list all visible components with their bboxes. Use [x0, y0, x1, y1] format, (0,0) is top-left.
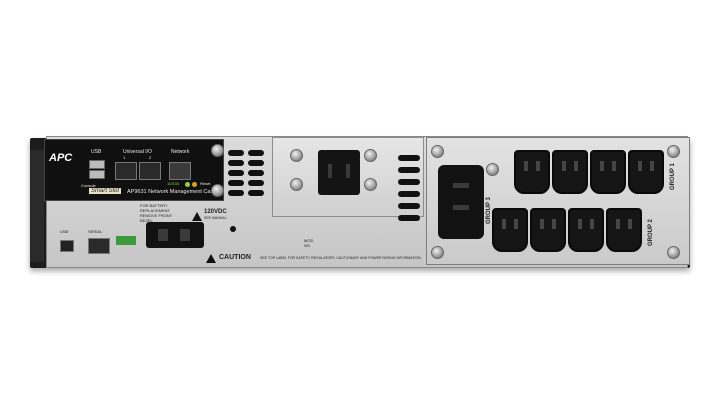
group1-outlet-2[interactable]	[552, 150, 588, 194]
group2-outlet-1[interactable]	[492, 208, 528, 252]
network-label: Network	[171, 149, 190, 155]
card-usb-port-1[interactable]	[89, 160, 105, 169]
universal-io-port-2[interactable]	[139, 162, 161, 180]
card-model-label: AP9631 Network Management Card 2	[127, 189, 220, 195]
serial-label: SERIAL	[88, 229, 103, 234]
voltage-note: SEE MANUAL	[204, 216, 227, 220]
plate-screw-tl	[290, 149, 303, 162]
ground-screw-icon	[230, 226, 236, 232]
group2-outlet-2[interactable]	[530, 208, 566, 252]
model-sub-label: S/N	[304, 244, 310, 248]
bank-screw-mid	[486, 163, 499, 176]
network-management-card: APC USB Console Universal I/O 1 2 Networ…	[44, 139, 224, 201]
bank-screw-tr	[667, 145, 680, 158]
bank-screw-tl	[431, 145, 444, 158]
group2-outlet-4[interactable]	[606, 208, 642, 252]
bank-screw-bl	[431, 246, 444, 259]
card-usb-port-2[interactable]	[89, 170, 105, 179]
plate-screw-tr	[364, 149, 377, 162]
smart-slot-label: Smart Slot	[89, 188, 122, 194]
caution-strip: CAUTION SEE TOP LABEL FOR SAFETY, REGULA…	[206, 254, 506, 264]
plate-screw-br	[364, 178, 377, 191]
io-1-label: 1	[123, 155, 126, 160]
epo-terminal[interactable]	[116, 236, 136, 245]
chassis-side	[30, 150, 44, 262]
vent-slots-right	[398, 155, 424, 235]
group1-outlet-3[interactable]	[590, 150, 626, 194]
network-port[interactable]	[169, 162, 191, 180]
card-screw-bottom	[211, 184, 224, 197]
group2-label: GROUP 2	[648, 219, 654, 246]
group1-outlet-1[interactable]	[514, 150, 550, 194]
card-screw-top	[211, 144, 224, 157]
universal-io-port-1[interactable]	[115, 162, 137, 180]
io-2-label: 2	[149, 155, 152, 160]
voltage-label: 120VDC	[204, 209, 227, 215]
link-led	[192, 182, 197, 187]
usb-b-port[interactable]	[60, 240, 74, 252]
vent-slots-left	[226, 150, 272, 222]
console-label: Console	[81, 183, 96, 188]
group2-outlet-3[interactable]	[568, 208, 604, 252]
warning-triangle-icon	[192, 212, 202, 221]
usb-label: USB	[91, 149, 102, 155]
ac-input-inlet[interactable]	[318, 150, 360, 195]
reset-label: Reset	[200, 181, 211, 186]
caution-triangle-icon	[206, 254, 216, 263]
universal-io-label: Universal I/O	[123, 149, 152, 155]
caution-label: CAUTION	[219, 254, 251, 261]
group3-c19-outlet[interactable]	[438, 165, 484, 239]
group1-outlet-4[interactable]	[628, 150, 664, 194]
bank-screw-br	[667, 246, 680, 259]
external-battery-connector[interactable]	[146, 222, 204, 248]
caution-text: SEE TOP LABEL FOR SAFETY, REGULATORY, CA…	[260, 256, 421, 260]
usb-b-label: USB	[60, 229, 69, 234]
status-led	[185, 182, 190, 187]
group1-label: GROUP 1	[670, 163, 676, 190]
serial-port[interactable]	[88, 238, 110, 254]
model-label: MOD	[304, 238, 314, 243]
plate-screw-bl	[290, 178, 303, 191]
battery-note: FOR BATTERY REPLACEMENT REMOVE FRONT BEZ…	[140, 203, 173, 223]
status-led-label: 10/100	[167, 181, 180, 186]
apc-logo: APC	[49, 152, 73, 164]
